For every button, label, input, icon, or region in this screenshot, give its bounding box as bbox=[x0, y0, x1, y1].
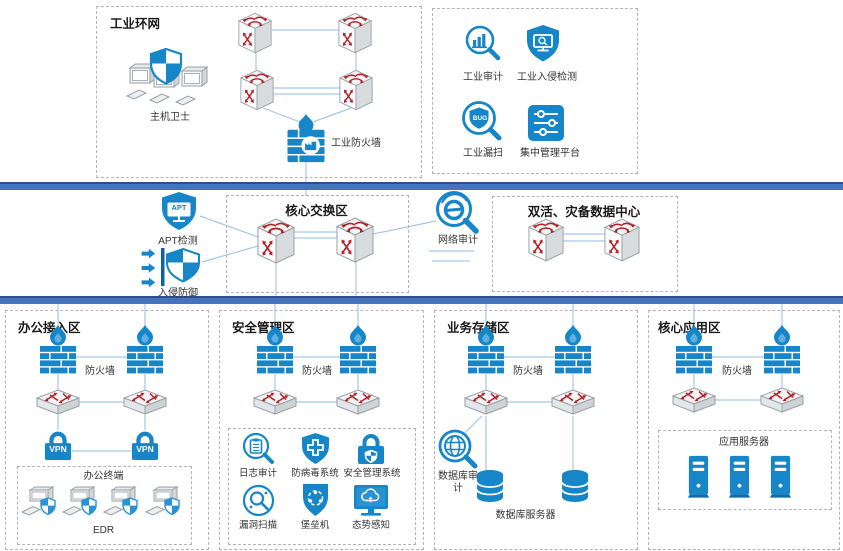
antivirus-label: 防病毒系统 bbox=[291, 468, 339, 479]
firewall-icon bbox=[257, 324, 293, 374]
app-zone-title: 核心应用区 bbox=[658, 321, 721, 335]
storage-firewall-label: 防火墙 bbox=[513, 366, 543, 377]
security-tools-box bbox=[228, 428, 416, 545]
app-server-icon bbox=[727, 454, 752, 500]
firewall-icon bbox=[468, 324, 504, 374]
access-switch-icon bbox=[464, 389, 508, 419]
network-audit-icon bbox=[434, 189, 482, 239]
industrial-firewall-icon bbox=[285, 114, 327, 164]
office-zone-box bbox=[5, 310, 209, 550]
industrial-vuln-scan-label: 工业漏扫 bbox=[463, 148, 503, 159]
firewall-icon bbox=[340, 324, 376, 374]
security-firewall-label: 防火墙 bbox=[302, 366, 332, 377]
management-platform-icon bbox=[527, 104, 565, 142]
dc-switch-icon bbox=[604, 218, 640, 262]
core-switch-icon bbox=[257, 218, 295, 264]
network-divider-bar-bottom bbox=[0, 296, 843, 304]
bastion-host-label: 堡垒机 bbox=[300, 520, 330, 531]
vuln-scan-label: 漏洞扫描 bbox=[238, 520, 277, 531]
database-audit-label: 数据库审计 bbox=[438, 471, 478, 494]
office-terminal-box bbox=[17, 466, 192, 545]
office-terminal-icon bbox=[145, 486, 183, 519]
access-switch-icon bbox=[551, 389, 595, 419]
app-server-box bbox=[658, 430, 832, 510]
database-servers-label: 数据库服务器 bbox=[495, 510, 556, 521]
office-terminal-icon bbox=[62, 486, 100, 519]
office-terminal-icon bbox=[103, 486, 141, 519]
app-server-icon bbox=[686, 454, 711, 500]
database-server-icon bbox=[475, 469, 505, 503]
dual-dc-zone-box bbox=[492, 196, 678, 292]
firewall-icon bbox=[127, 324, 163, 374]
vuln-scan-icon bbox=[242, 484, 275, 517]
network-divider-bar-top bbox=[0, 182, 843, 190]
management-platform-label: 集中管理平台 bbox=[520, 148, 580, 159]
access-switch-icon bbox=[760, 387, 804, 417]
database-server-icon bbox=[560, 469, 590, 503]
access-switch-icon bbox=[123, 389, 167, 419]
ring-switch-icon bbox=[338, 12, 372, 54]
intrusion-prevention-label: 入侵防御 bbox=[158, 288, 198, 299]
security-mgmt-icon bbox=[355, 432, 387, 466]
office-terminal-title: 办公终端 bbox=[83, 471, 124, 482]
dc-switch-icon bbox=[528, 218, 564, 262]
database-audit-icon bbox=[436, 427, 480, 473]
office-firewall-label: 防火墙 bbox=[85, 366, 115, 377]
situation-awareness-label: 态势感知 bbox=[351, 520, 390, 531]
firewall-icon bbox=[40, 324, 76, 374]
security-mgmt-label: 安全管理系统 bbox=[343, 468, 401, 479]
industrial-tools-box bbox=[432, 8, 638, 174]
host-guard-label: 主机卫士 bbox=[150, 112, 190, 123]
dual-dc-zone-title: 双活、灾备数据中心 bbox=[527, 205, 641, 219]
ring-switch-icon bbox=[339, 69, 373, 111]
situation-awareness-icon bbox=[352, 484, 390, 518]
ring-switch-icon bbox=[238, 12, 272, 54]
core-switch-zone-title: 核心交换区 bbox=[285, 204, 348, 218]
core-switch-icon bbox=[336, 217, 374, 263]
storage-zone-title: 业务存储区 bbox=[447, 321, 510, 335]
industrial-ids-label: 工业入侵检测 bbox=[517, 72, 577, 83]
industrial-audit-icon bbox=[464, 24, 502, 66]
vpn-gateway-icon bbox=[130, 429, 160, 462]
security-zone-box bbox=[219, 310, 424, 550]
network-audit-label: 网络审计 bbox=[438, 235, 478, 246]
firewall-icon bbox=[676, 324, 712, 374]
office-zone-title: 办公接入区 bbox=[18, 321, 81, 335]
industrial-ring-zone-title: 工业环网 bbox=[110, 17, 161, 31]
access-switch-icon bbox=[253, 389, 297, 419]
edr-label: EDR bbox=[92, 525, 115, 536]
core-switch-zone-box bbox=[226, 195, 409, 293]
app-firewall-label: 防火墙 bbox=[722, 366, 752, 377]
industrial-audit-label: 工业审计 bbox=[463, 72, 503, 83]
bastion-host-icon bbox=[301, 483, 330, 518]
app-zone-box bbox=[648, 310, 840, 550]
apt-detection-label: APT检测 bbox=[158, 236, 198, 247]
host-guard-icon bbox=[126, 48, 214, 110]
vpn-gateway-icon bbox=[43, 429, 73, 462]
apt-detection-icon bbox=[159, 191, 199, 235]
ring-switch-icon bbox=[240, 69, 274, 111]
industrial-ring-zone-box bbox=[96, 6, 422, 178]
access-switch-icon bbox=[672, 387, 716, 417]
app-servers-label: 应用服务器 bbox=[719, 437, 769, 448]
intrusion-prevention-icon bbox=[140, 246, 202, 288]
industrial-firewall-label: 工业防火墙 bbox=[331, 138, 381, 149]
industrial-ids-icon bbox=[524, 24, 562, 66]
storage-zone-box bbox=[434, 310, 638, 550]
access-switch-icon bbox=[36, 389, 80, 419]
firewall-icon bbox=[555, 324, 591, 374]
office-terminal-icon bbox=[21, 486, 59, 519]
access-switch-icon bbox=[336, 389, 380, 419]
log-audit-label: 日志审计 bbox=[238, 468, 277, 479]
log-audit-icon bbox=[242, 432, 274, 466]
app-server-icon bbox=[768, 454, 793, 500]
firewall-icon bbox=[764, 324, 800, 374]
antivirus-icon bbox=[300, 432, 331, 466]
industrial-vuln-scan-icon bbox=[461, 100, 503, 146]
